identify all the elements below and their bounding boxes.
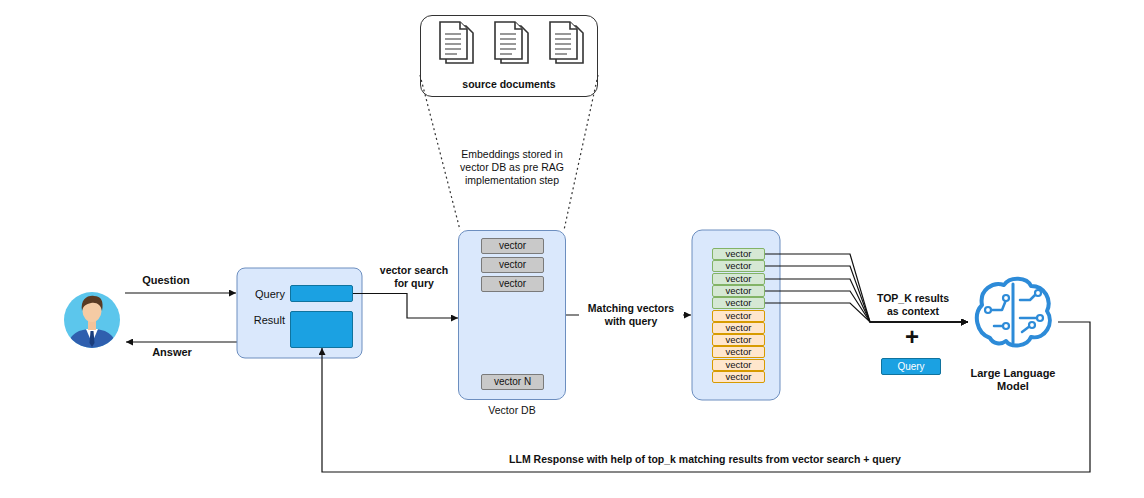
vector-box: vector xyxy=(712,310,765,322)
document-icon xyxy=(550,22,583,63)
node-text: vector xyxy=(499,279,526,289)
interface-panel xyxy=(237,268,362,358)
llm-node: Large Language Model xyxy=(968,275,1058,393)
user-avatar xyxy=(64,292,120,352)
flow-label: TOP_K results as context xyxy=(872,292,954,318)
vector-box: vector xyxy=(712,260,765,272)
vector-box: vector xyxy=(712,371,765,383)
vector-box: vector xyxy=(481,276,544,292)
node-text: vector xyxy=(726,347,752,357)
node-text: vector N xyxy=(494,377,531,387)
node-text: vector xyxy=(726,286,752,296)
answer-arrow xyxy=(126,341,237,342)
flow-label: Question xyxy=(142,274,190,287)
document-icon xyxy=(440,22,473,63)
vector-box: vector xyxy=(481,238,544,254)
node-text: vector xyxy=(726,335,752,345)
vector-box: vector xyxy=(712,297,765,309)
dotted-connector xyxy=(420,75,460,230)
arrow-connector xyxy=(765,254,968,322)
node-text: vector xyxy=(726,360,752,370)
document-icon xyxy=(495,22,528,63)
node-text: Vector DB xyxy=(459,404,565,416)
vector-box: vector xyxy=(712,346,765,358)
note-text: Embeddings stored in vector DB as pre RA… xyxy=(450,148,575,187)
node-text: vector xyxy=(726,261,752,271)
node-text: vector xyxy=(726,298,752,308)
arrow-connector xyxy=(353,294,458,319)
results-panel xyxy=(692,230,780,400)
result-field: Result xyxy=(290,311,353,348)
vector-box: vector xyxy=(712,248,765,260)
vector-box: vector xyxy=(712,273,765,285)
document-icons xyxy=(440,22,583,63)
node-text: vector xyxy=(726,323,752,333)
node-text: vector xyxy=(726,274,752,284)
arrow-connector xyxy=(765,279,968,322)
vector-box: vector xyxy=(712,285,765,297)
flow-label: Matching vectors with query xyxy=(579,302,683,328)
arrow-connector xyxy=(765,303,968,322)
vector-box: vector xyxy=(712,359,765,371)
plus-sign: + xyxy=(905,325,919,349)
query-box: Query xyxy=(881,358,941,375)
edge-label: vector search for qury xyxy=(376,264,452,290)
query-field: Query xyxy=(290,285,353,302)
node-text: vector xyxy=(726,372,752,382)
node-text: vector xyxy=(726,249,752,259)
node-text: Query xyxy=(897,361,924,372)
edge-label: LLM Response with help of top_k matching… xyxy=(509,453,901,466)
node-text: Result xyxy=(254,314,285,326)
node-text: source documents xyxy=(421,78,597,90)
question-arrow xyxy=(125,292,236,293)
node-text: Query xyxy=(255,288,285,300)
vector-box: vector xyxy=(712,334,765,346)
brain-icon xyxy=(977,279,1050,346)
arrow-connector xyxy=(322,322,1090,472)
arrow-connector xyxy=(765,291,968,322)
flow-label: Answer xyxy=(152,346,192,359)
vector-box: vector xyxy=(481,257,544,273)
source-box: source documents xyxy=(420,15,598,97)
node-text: vector xyxy=(726,311,752,321)
vector-box: vector N xyxy=(481,374,544,390)
node-text: vector xyxy=(499,260,526,270)
node-text: Large Language Model xyxy=(958,367,1068,393)
vector-box: vector xyxy=(712,322,765,334)
vector-db: Vector DBvectorvectorvectorvector N xyxy=(458,230,566,400)
dotted-connector xyxy=(564,75,598,230)
arrow-connector xyxy=(765,266,968,322)
node-text: vector xyxy=(499,241,526,251)
